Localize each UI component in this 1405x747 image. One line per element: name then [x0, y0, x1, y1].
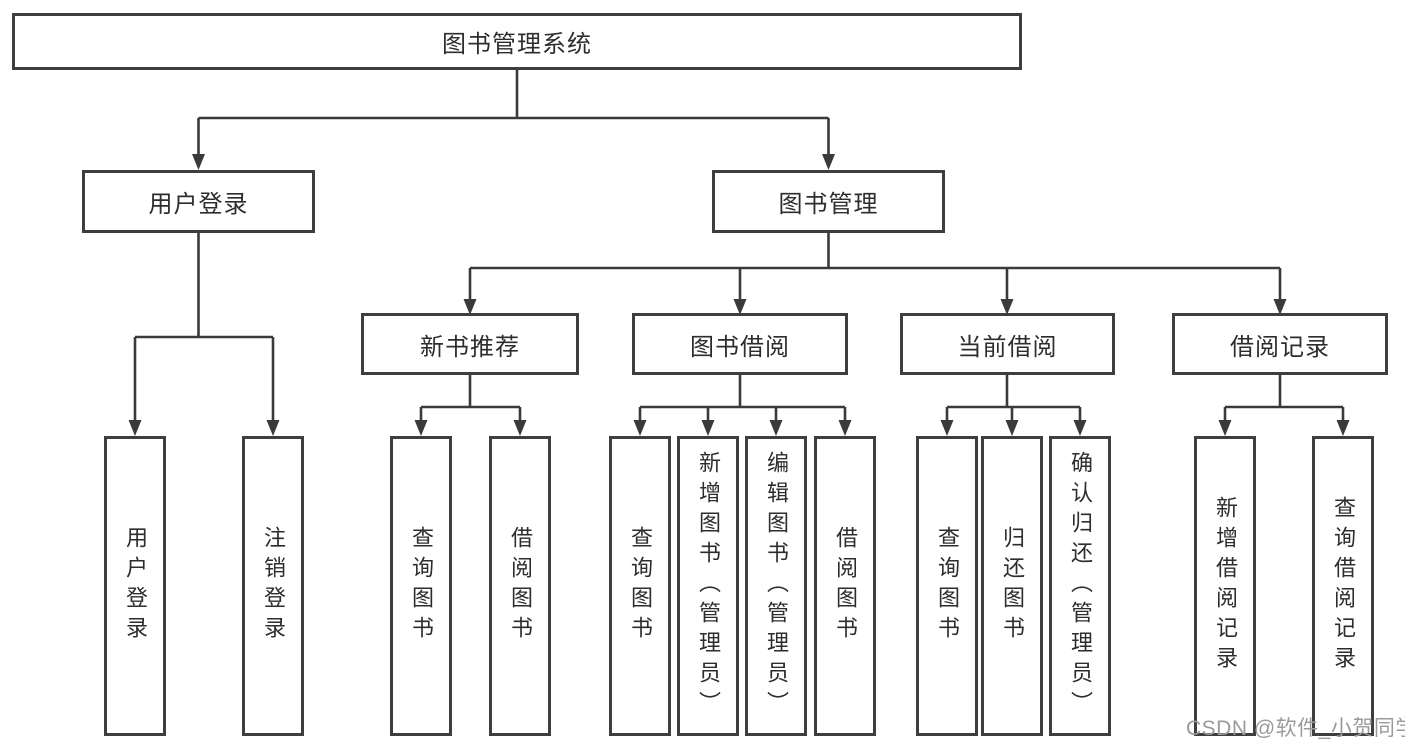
leaf-recommend-borrow-books: 借阅图书	[489, 436, 551, 736]
connector-lines	[133, 70, 1345, 422]
leaf-add-borrow-record: 新增借阅记录	[1194, 436, 1256, 736]
node-current-borrowing: 当前借阅	[900, 313, 1115, 375]
leaf-confirm-return-admin: 确认归还（管理员）	[1049, 436, 1111, 736]
leaf-current-query-books: 查询图书	[916, 436, 978, 736]
leaf-user-login: 用户登录	[104, 436, 166, 736]
node-user-login: 用户登录	[82, 170, 315, 233]
csdn-watermark: CSDN @软件_小贺同学	[1186, 717, 1405, 740]
node-new-book-recommendation: 新书推荐	[361, 313, 579, 375]
leaf-return-books: 归还图书	[981, 436, 1043, 736]
leaf-borrow-books: 借阅图书	[814, 436, 876, 736]
node-book-management: 图书管理	[712, 170, 945, 233]
leaf-edit-books-admin: 编辑图书（管理员）	[745, 436, 807, 736]
leaf-recommend-query-books: 查询图书	[390, 436, 452, 736]
leaf-logout: 注销登录	[242, 436, 304, 736]
node-book-borrowing: 图书借阅	[632, 313, 848, 375]
leaf-query-borrow-record: 查询借阅记录	[1312, 436, 1374, 736]
node-borrowing-records: 借阅记录	[1172, 313, 1388, 375]
node-library-management-system: 图书管理系统	[12, 13, 1022, 70]
leaf-borrow-query-books: 查询图书	[609, 436, 671, 736]
leaf-add-books-admin: 新增图书（管理员）	[677, 436, 739, 736]
